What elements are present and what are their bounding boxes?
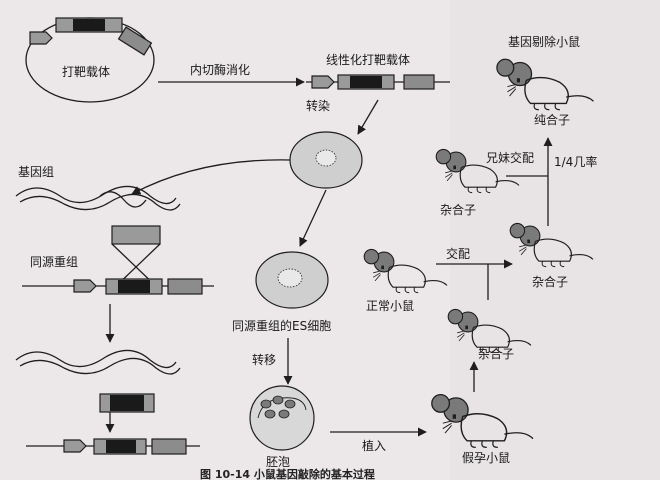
sibling-mating-label: 兄妹交配 — [486, 150, 534, 165]
homologous-recombination-label: 同源重组 — [30, 255, 78, 269]
probability-label: 1/4几率 — [554, 154, 597, 169]
homozygote-label: 纯合子 — [534, 112, 570, 127]
linearized-vector-label: 线性化打靶载体 — [326, 53, 410, 67]
blastocyst-label: 胚泡 — [266, 455, 290, 469]
transfer-label: 转移 — [252, 352, 276, 367]
transfection-label: 转染 — [306, 98, 330, 113]
normal-mouse: 正常小鼠 — [363, 248, 448, 313]
recombined-es-cell-label: 同源重组的ES细胞 — [232, 318, 331, 333]
genome-label: 基因组 — [18, 165, 54, 179]
pseudopregnant-mouse-label: 假孕小鼠 — [462, 451, 510, 465]
recombined-genome — [15, 349, 200, 455]
heterozygote-mouse-3: 杂合子 — [435, 148, 520, 217]
arrow-to-genome — [131, 159, 291, 195]
arrow-to-recombined-cell — [299, 189, 327, 247]
targeting-vector-label: 打靶载体 — [62, 65, 110, 79]
linearized-vector: 线性化打靶载体 — [306, 53, 450, 90]
pseudopregnant-mouse: 假孕小鼠 — [431, 393, 534, 465]
homologous-recombination: 同源重组 — [22, 225, 214, 295]
digest-label: 内切酶消化 — [190, 62, 250, 77]
knockout-mouse-label: 基因剔除小鼠 — [508, 34, 580, 49]
mating-label: 交配 — [446, 246, 470, 261]
plasmid-arrow-marker — [29, 31, 53, 45]
genome-chromosome: 基因组 — [15, 165, 181, 211]
implant-label: 植入 — [362, 438, 386, 453]
targeting-vector-plasmid: 打靶载体 — [25, 17, 155, 103]
transfection-arrow — [357, 99, 379, 135]
heterozygote-2-label: 杂合子 — [532, 274, 568, 289]
blastocyst: 胚泡 — [249, 385, 315, 469]
es-cell — [289, 131, 363, 189]
knockout-mouse: 基因剔除小鼠 纯合子 — [496, 34, 595, 127]
recombined-es-cell: 同源重组的ES细胞 — [232, 251, 331, 333]
heterozygote-1-label: 杂合子 — [478, 346, 514, 361]
figure-caption: 图 10-14 小鼠基因敲除的基本过程 — [200, 467, 375, 480]
normal-mouse-label: 正常小鼠 — [366, 299, 414, 313]
heterozygote-3-label: 杂合子 — [440, 202, 476, 217]
plasmid-tk-box — [117, 26, 153, 56]
heterozygote-mouse-1: 杂合子 — [447, 308, 532, 361]
heterozygote-mouse-2: 杂合子 — [509, 222, 594, 289]
